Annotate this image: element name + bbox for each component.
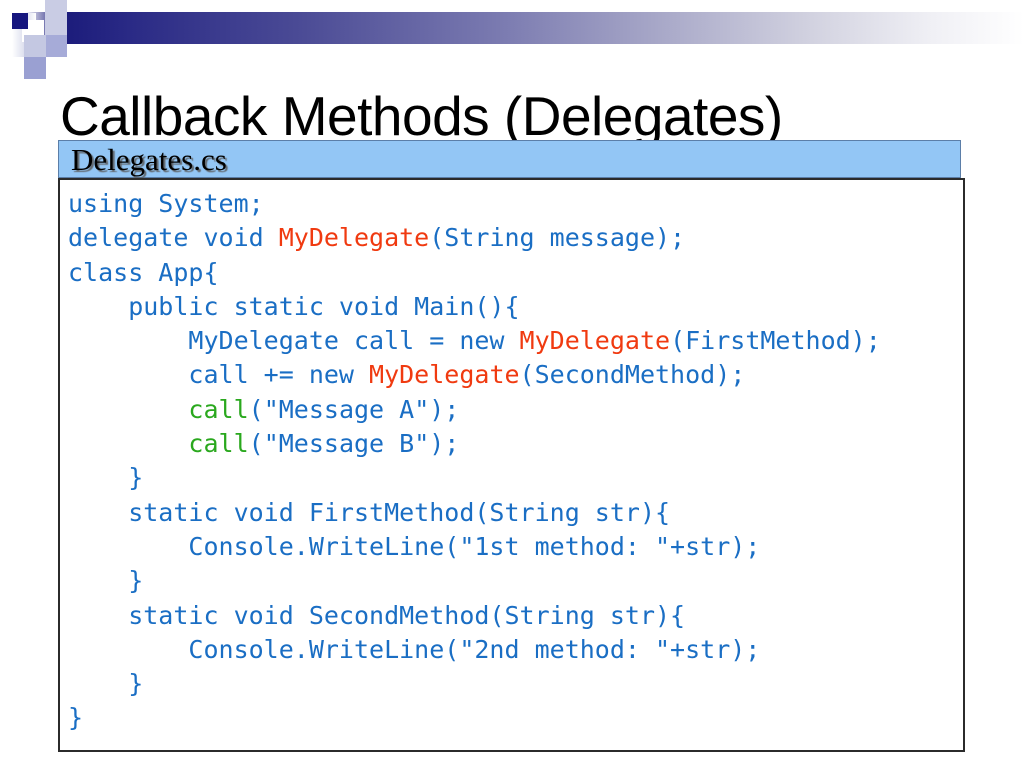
code-token: Console.WriteLine("2nd method: "+str); <box>68 634 761 664</box>
gradient-bar <box>13 12 1024 44</box>
page-title: Callback Methods (Delegates) <box>60 84 783 147</box>
code-token: } <box>68 566 144 596</box>
slide-header-decoration <box>0 0 1024 79</box>
code-card: Delegates.cs using System; delegate void … <box>58 140 965 752</box>
decor-square-dark-low <box>24 57 46 79</box>
decor-square-top <box>45 0 67 13</box>
code-token: call <box>188 429 249 459</box>
code-token: static void FirstMethod(String str){ <box>68 497 671 527</box>
code-token: MyDelegate call = new <box>68 326 520 356</box>
code-line: Console.WriteLine("1st method: "+str); <box>68 530 881 564</box>
code-token <box>68 395 188 424</box>
code-token: class App{ <box>68 257 219 287</box>
code-filename-label: Delegates.cs <box>71 142 227 177</box>
code-token: ("Message A"); <box>248 394 460 424</box>
code-token: Console.WriteLine("1st method: "+str); <box>68 531 761 561</box>
code-token: static void SecondMethod(String str){ <box>68 600 686 630</box>
code-token <box>68 429 188 458</box>
code-token: using System; <box>68 189 264 218</box>
code-token: public static void Main(){ <box>68 291 520 321</box>
code-token: } <box>68 463 144 493</box>
code-line: using System; <box>68 187 881 221</box>
code-token: MyDelegate <box>369 360 520 390</box>
decor-square-mid <box>45 35 67 57</box>
code-token: } <box>68 669 144 699</box>
code-token: (FirstMethod); <box>670 326 881 356</box>
decor-square-navy <box>12 13 28 29</box>
code-card-body[interactable]: using System;delegate void MyDelegate(St… <box>58 178 965 752</box>
code-listing: using System;delegate void MyDelegate(St… <box>68 187 881 736</box>
code-token: MyDelegate <box>278 223 430 253</box>
code-line: } <box>68 461 881 495</box>
code-token: (String message); <box>429 223 686 253</box>
code-line: call("Message B"); <box>68 427 881 461</box>
code-line: static void SecondMethod(String str){ <box>68 599 881 633</box>
code-token: MyDelegate <box>519 326 671 356</box>
code-card-header: Delegates.cs <box>58 140 961 178</box>
code-line: public static void Main(){ <box>68 290 881 324</box>
decor-square-light-2 <box>24 35 46 57</box>
code-line: static void FirstMethod(String str){ <box>68 496 881 530</box>
code-line: call += new MyDelegate(SecondMethod); <box>68 358 881 392</box>
code-token: call += new <box>68 360 370 390</box>
code-line: } <box>68 701 881 735</box>
code-line: MyDelegate call = new MyDelegate(FirstMe… <box>68 324 881 358</box>
decor-square-light-1 <box>45 13 67 35</box>
code-line: call("Message A"); <box>68 393 881 427</box>
code-token: ("Message B"); <box>248 429 460 459</box>
code-line: class App{ <box>68 256 881 290</box>
code-token: (SecondMethod); <box>519 360 746 390</box>
code-line: delegate void MyDelegate(String message)… <box>68 221 881 255</box>
code-line: Console.WriteLine("2nd method: "+str); <box>68 633 881 667</box>
code-token: delegate void <box>68 223 279 253</box>
code-line: } <box>68 667 881 701</box>
code-line: } <box>68 564 881 598</box>
code-token: call <box>188 394 249 424</box>
code-token: } <box>68 703 84 733</box>
